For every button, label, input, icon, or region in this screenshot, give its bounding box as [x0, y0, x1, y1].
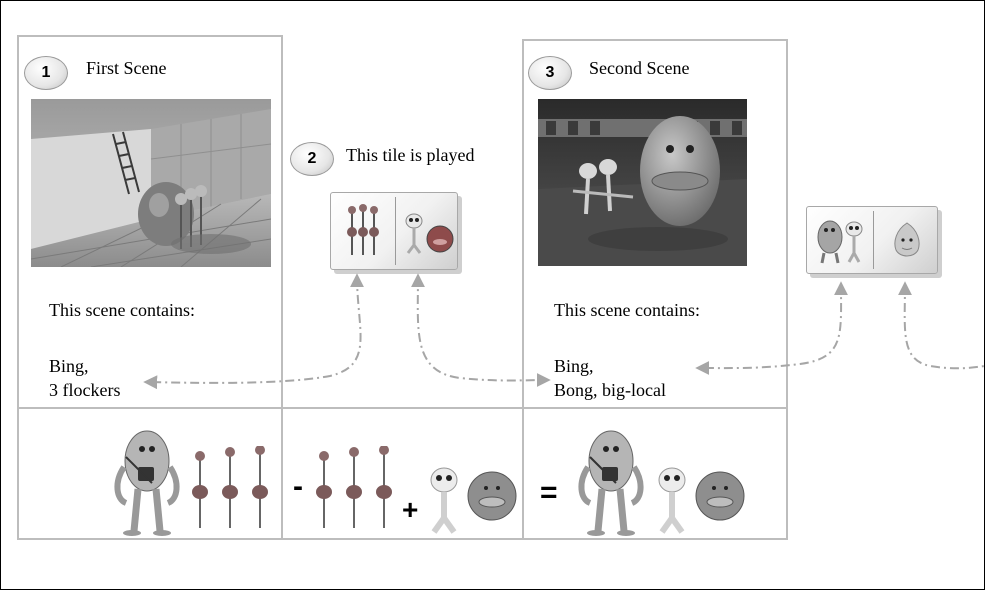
next-tile: [806, 206, 938, 274]
bing-character-icon: [578, 430, 644, 536]
next-tile-divider: [873, 211, 874, 269]
step-2-badge: 2: [290, 142, 334, 176]
played-tile: [330, 192, 458, 270]
bong-and-big-local-icon: [430, 467, 517, 534]
bong-and-big-local-icon: [658, 467, 745, 534]
tile-right-half: [396, 193, 459, 269]
arrow-tile-to-second-scene: [410, 273, 551, 388]
arrow-next-tile-right-offscreen: [897, 281, 985, 370]
equation-cell-3: [522, 407, 788, 540]
arrow-next-tile-left-to-second-scene: [695, 281, 849, 376]
second-scene-title: Second Scene: [589, 58, 690, 78]
next-tile-right-half: [874, 207, 939, 273]
step-1-badge: 1: [24, 56, 68, 90]
first-scene-image: [31, 99, 271, 267]
bong-character-icon: [405, 213, 453, 254]
tile-left-half: [331, 193, 395, 269]
next-tile-left-half: [807, 207, 873, 273]
second-scene-image: [538, 99, 747, 266]
three-flockers-icon: [192, 446, 268, 528]
second-scene-item-1: Bing,: [554, 356, 594, 376]
first-scene-title: First Scene: [86, 58, 167, 78]
bing-character-icon: [114, 430, 180, 536]
first-scene-item-1: Bing,: [49, 356, 89, 376]
flocker-icon: [347, 204, 379, 255]
tile-divider: [395, 197, 396, 265]
tile-played-label: This tile is played: [346, 145, 475, 165]
second-scene-item-2: Bong, big-local: [554, 380, 666, 400]
plus-operator: +: [402, 494, 419, 525]
arrow-tile-to-first-scene: [143, 273, 365, 390]
three-flockers-icon: [316, 446, 392, 528]
second-scene-contains-heading: This scene contains:: [554, 300, 700, 320]
first-scene-item-2: 3 flockers: [49, 380, 121, 400]
bing-and-bong-icon: [817, 220, 863, 264]
blob-character-icon: [893, 222, 920, 257]
minus-operator: -: [293, 470, 303, 503]
equals-operator: =: [540, 476, 558, 509]
step-3-badge: 3: [528, 56, 572, 90]
